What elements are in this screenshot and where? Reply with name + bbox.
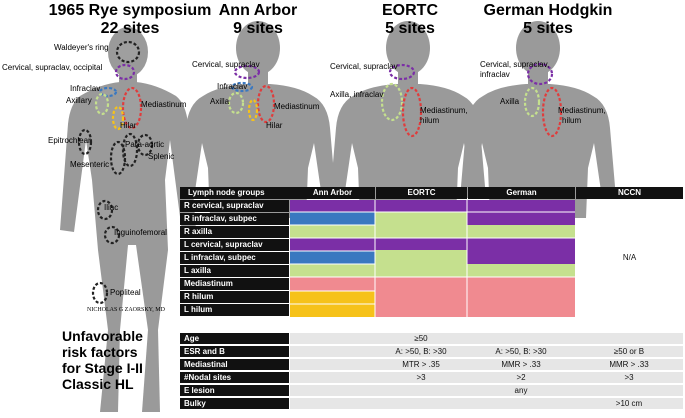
- risk-cell-german: MMR > .33: [501, 360, 541, 369]
- rye-label-mediastinum: Mediastinum: [141, 100, 187, 109]
- table-row-label: R axilla: [180, 226, 289, 238]
- rye-label-epitrochlear: Epitrochlear: [48, 136, 91, 145]
- risk-cell-eortc: ≥50: [414, 334, 428, 343]
- rye-label-mesenteric: Mesenteric: [70, 160, 110, 169]
- risk-row-label: Bulky: [180, 398, 289, 409]
- german-label-cervical: Cervical, supraclav,: [480, 60, 550, 69]
- risk-cell-eortc: MTR > .35: [402, 360, 440, 369]
- table-row-label: Mediastinum: [180, 278, 289, 290]
- german-label-mediastinum: Mediastinum,: [558, 106, 606, 115]
- nccn-value: N/A: [622, 253, 637, 262]
- header-rye-sites: 22 sites: [100, 20, 160, 37]
- risk-table-fills: [290, 333, 683, 409]
- ann-arbor-label-hilar: Hilar: [266, 121, 283, 130]
- table-row-label: R hilum: [180, 291, 289, 303]
- table-row-label: L cervical, supraclav: [180, 239, 289, 251]
- rye-node-outlines: [77, 40, 154, 305]
- header-ann-arbor-title: Ann Arbor: [218, 2, 298, 19]
- header-german-title: German Hodgkin: [483, 2, 613, 19]
- header-german: German Hodgkin 5 sites: [478, 2, 618, 38]
- risk-cell-nccn: >3: [624, 373, 634, 382]
- table-header-eortc: EORTC: [376, 187, 467, 199]
- eortc-label-axilla: Axilla, infraclav: [330, 90, 384, 99]
- risk-cell-nccn: MMR > .33: [609, 360, 649, 369]
- risk-cell-german: any: [514, 386, 528, 395]
- ann-arbor-node-outlines: [227, 64, 276, 124]
- table-header-nccn: NCCN: [576, 187, 683, 199]
- rye-label-infraclav: Infraclav: [70, 84, 101, 93]
- table-row-label: L axilla: [180, 265, 289, 277]
- rye-label-hilar: Hilar: [120, 121, 137, 130]
- rye-body-figure: [60, 27, 196, 412]
- table-header-ann-arbor: Ann Arbor: [290, 187, 375, 199]
- rye-label-para-aortic: Para-aortic: [125, 140, 165, 149]
- german-node-outlines: [523, 62, 563, 138]
- german-label-infraclav: infraclav: [480, 70, 510, 79]
- ann-arbor-label-axilla: Axilla: [210, 97, 230, 106]
- header-eortc: EORTC 5 sites: [350, 2, 470, 38]
- header-eortc-title: EORTC: [382, 2, 438, 19]
- ann-arbor-label-cervical: Cervical, supraclav: [192, 60, 260, 69]
- rye-label-iliac: Iliac: [104, 203, 119, 212]
- ann-arbor-label-mediastinum: Mediastinum: [274, 102, 320, 111]
- table-row-label: L infraclav, subpec: [180, 252, 289, 264]
- rye-label-axillary: Axillary: [66, 96, 92, 105]
- header-eortc-sites: 5 sites: [385, 20, 435, 37]
- table-row-label: R cervical, supraclav: [180, 200, 289, 212]
- risk-cell-german: >2: [516, 373, 526, 382]
- header-rye: 1965 Rye symposium 22 sites: [40, 2, 220, 38]
- risk-row-label: Mediastinal: [180, 359, 289, 370]
- risk-cell-nccn: ≥50 or B: [613, 347, 645, 356]
- risk-row-label: ESR and B: [180, 346, 289, 357]
- eortc-label-mediastinum: Mediastinum,: [420, 106, 468, 115]
- eortc-label-cervical: Cervical, supraclav: [330, 62, 398, 71]
- rye-label-inguinofemoral: Inguinofemoral: [114, 228, 167, 237]
- rye-label-waldeyer: Waldeyer's ring: [54, 43, 109, 52]
- risk-cell-eortc: A: >50, B: >30: [395, 347, 447, 356]
- table-header-german: German: [468, 187, 575, 199]
- header-rye-title: 1965 Rye symposium: [48, 2, 212, 19]
- header-ann-arbor-sites: 9 sites: [233, 20, 283, 37]
- table-row-label: L hilum: [180, 304, 289, 316]
- eortc-node-outlines: [380, 63, 423, 138]
- risk-row-label: #Nodal sites: [180, 372, 289, 383]
- header-ann-arbor: Ann Arbor 9 sites: [198, 2, 318, 38]
- rye-label-popliteal: Popliteal: [110, 288, 141, 297]
- author-signature: NICHOLAS G ZAORSKY, MD: [87, 307, 165, 313]
- risk-row-label: Age: [180, 333, 289, 344]
- german-label-axilla: Axilla: [500, 97, 520, 106]
- table-corner-header: Lymph node groups: [180, 187, 290, 199]
- rye-label-splenic: Splenic: [148, 152, 175, 161]
- rye-label-cervical: Cervical, supraclav, occipital: [2, 63, 103, 72]
- header-german-sites: 5 sites: [523, 20, 573, 37]
- ann-arbor-label-infraclav: Infraclav: [217, 82, 248, 91]
- eortc-label-hilum: hilum: [420, 116, 440, 125]
- risk-row-label: E lesion: [180, 385, 289, 396]
- risk-cell-german: A: >50, B: >30: [495, 347, 547, 356]
- risk-factors-title: Unfavorable risk factors for Stage I-II …: [62, 328, 143, 392]
- risk-cell-eortc: >3: [416, 373, 426, 382]
- german-label-hilum: hilum: [562, 116, 582, 125]
- table-fills: [290, 200, 575, 317]
- risk-cell-nccn: >10 cm: [615, 399, 643, 408]
- table-row-label: R infraclav, subpec: [180, 213, 289, 225]
